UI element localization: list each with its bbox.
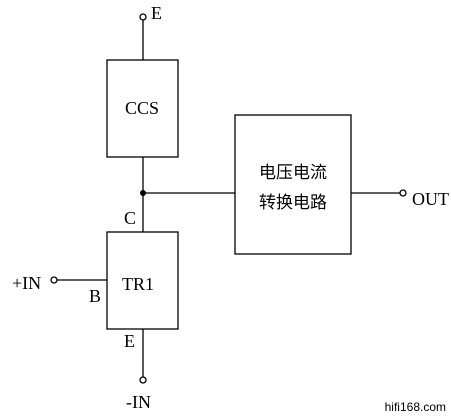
converter-label-line2: 转换电路 — [259, 193, 327, 213]
input-plus-label: +IN — [12, 273, 41, 293]
output-label: OUT — [412, 189, 449, 209]
converter-label-line1: 电压电流 — [259, 163, 327, 183]
terminal-minus-in — [139, 376, 147, 384]
terminal-e-top — [139, 13, 147, 21]
node-c-label: C — [124, 208, 136, 228]
terminal-out — [399, 189, 407, 197]
tr1-label: TR1 — [122, 274, 154, 294]
ccs-label: CCS — [125, 98, 159, 118]
terminal-plus-in — [50, 276, 58, 284]
emitter-label: E — [124, 331, 135, 351]
converter-block — [234, 114, 352, 255]
input-minus-label: -IN — [126, 392, 151, 412]
watermark: hifi168.com — [385, 400, 446, 414]
base-label: B — [89, 286, 101, 306]
terminal-e-top-label: E — [151, 3, 162, 23]
